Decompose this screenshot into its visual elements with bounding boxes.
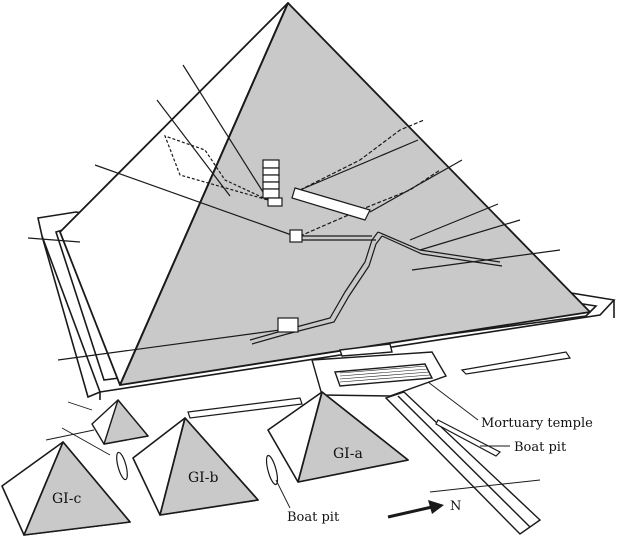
satellite-pyramid xyxy=(91,399,149,445)
mortuary-temple-label: Mortuary temple xyxy=(481,416,593,431)
queens-pyramid-gi-b xyxy=(132,417,259,516)
gi-a-label: GI-a xyxy=(333,446,363,462)
subterranean-chamber xyxy=(277,317,299,333)
boat-pit-east-label: Boat pit xyxy=(514,440,567,455)
queens-pyramid-gi-a xyxy=(267,391,409,483)
leader-lines xyxy=(45,381,541,509)
boat-pits xyxy=(116,351,572,486)
boat-pit-south-label: Boat pit xyxy=(287,510,340,525)
causeway xyxy=(384,391,542,535)
mortuary-temple xyxy=(311,343,448,397)
internal-passages xyxy=(27,64,561,361)
gi-b-label: GI-b xyxy=(188,470,218,486)
queens-pyramid-gi-c xyxy=(1,441,131,536)
kings-chamber xyxy=(262,159,283,207)
queens-chamber xyxy=(289,229,303,243)
great-pyramid xyxy=(59,2,591,386)
north-label: N xyxy=(450,499,461,514)
north-arrow: N xyxy=(387,499,461,519)
gi-c-label: GI-c xyxy=(52,491,81,507)
